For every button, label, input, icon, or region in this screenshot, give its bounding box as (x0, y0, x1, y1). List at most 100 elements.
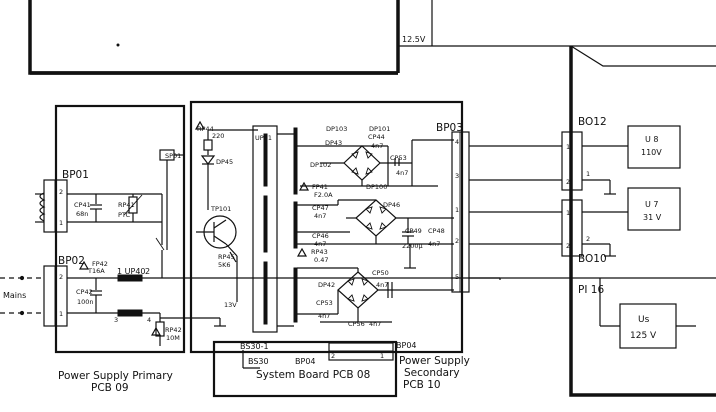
label-cp44: CP44 (368, 133, 385, 141)
transistor-tp101 (196, 215, 238, 302)
title-secondary-line2: Secondary (404, 367, 460, 379)
label-bp01: BP01 (62, 169, 89, 181)
label-cp56: CP56 (348, 320, 365, 328)
label-cp41: CP41 (74, 201, 91, 209)
pcb-primary-box (54, 104, 186, 354)
label-up40: 1 UP40 (117, 267, 146, 276)
label-cp42: CP42 (76, 288, 93, 296)
output-us-name: Us (638, 315, 650, 325)
label-dp46: DP46 (383, 201, 400, 209)
label-rp45: RP45 (218, 253, 235, 261)
label-cp53b: CP53 (316, 299, 333, 307)
label-bo10: BO10 (578, 253, 607, 265)
value-fp41: F2.0A (314, 191, 333, 199)
bridge-dp43 (297, 139, 454, 187)
pin-4: 4 (147, 316, 151, 324)
label-rp43: RP43 (311, 248, 328, 256)
pin-bp03-3: 3 (455, 172, 459, 180)
top-board-outline (28, 0, 716, 75)
transformer-up41 (252, 125, 298, 333)
pin-bo12-1: 1 (566, 143, 570, 151)
pin-bp03-4: 4 (455, 138, 459, 146)
title-primary-line1: Power Supply Primary (58, 370, 173, 382)
label-cp48: CP48 (428, 227, 445, 235)
label-bp04-top: BP04 (396, 341, 417, 350)
label-fp41: FP41 (312, 183, 328, 191)
primary-wiring (67, 149, 500, 346)
value-cp46: 4n7 (314, 240, 326, 248)
label-13v: 13V (224, 301, 237, 309)
value-cp56: 4n7 (369, 320, 381, 328)
label-cp47: CP47 (312, 204, 329, 212)
system-board-area (212, 340, 398, 398)
value-rp45: 5K6 (218, 261, 231, 269)
chassis-outline (569, 46, 716, 397)
pin-bo12-2b: 2 (566, 242, 570, 250)
title-primary-line2: PCB 09 (91, 382, 129, 394)
pin-bo12-1b: 1 (566, 209, 570, 217)
label-fp42: FP42 (92, 260, 108, 268)
pin-bp02-1: 1 (59, 310, 63, 318)
bridge-dp42 (297, 267, 454, 323)
label-bp03: BP03 (436, 122, 463, 134)
label-dp42: DP42 (318, 281, 335, 289)
bridge-dp46 (297, 199, 454, 269)
title-secondary-line3: PCB 10 (403, 379, 441, 391)
output-u8-box (627, 125, 681, 169)
label-rp44: RP44 (197, 125, 214, 133)
pin-bo12-2: 2 (566, 178, 570, 186)
output-u8-name: U 8 (645, 135, 659, 144)
label-cp46: CP46 (312, 232, 329, 240)
label-pi16: PI 16 (578, 284, 604, 296)
label-rp42: RP42 (165, 326, 182, 334)
connector-bp02 (0, 265, 68, 327)
pin-bp03-1: 1 (455, 206, 459, 214)
value-cp41: 68n (76, 210, 88, 218)
output-us-box (619, 303, 677, 349)
value-cp50: 4n7 (376, 281, 388, 289)
value-fp42: T16A (87, 267, 105, 275)
label-up41: UP41 (255, 134, 272, 142)
label-dp43: DP43 (325, 139, 342, 147)
output-us-value: 125 V (630, 331, 657, 341)
value-cp48: 4n7 (428, 240, 440, 248)
label-dp103: DP103 (326, 125, 347, 133)
pin-bp04-2: 2 (331, 352, 335, 360)
title-secondary-line1: Power Supply (399, 355, 470, 367)
pin-bo10-2: 2 (586, 235, 590, 243)
label-bp02: BP02 (58, 255, 85, 267)
label-bs30-1: BS30-1 (240, 342, 269, 351)
value-cp49: 2200µ (402, 242, 423, 250)
output-u7-value: 31 V (643, 213, 662, 222)
label-rp41: RP41 (118, 201, 135, 209)
label-bs30: BS30 (248, 357, 269, 366)
value-cp44: 4n7 (371, 142, 383, 150)
value-rp44: 220 (212, 132, 224, 140)
label-bp04-bottom: BP04 (295, 357, 316, 366)
rp44-dp45 (200, 129, 258, 210)
value-cp42: 100n (77, 298, 94, 306)
pin-3: 3 (114, 316, 118, 324)
connector-bo12 (561, 131, 628, 257)
value-rp42: 10M (166, 334, 180, 342)
label-dp101: DP101 (369, 125, 390, 133)
voltage-label-top: 12.5V (402, 35, 426, 44)
pin-bp04-1: 1 (380, 352, 384, 360)
warning-triangle-icon (78, 120, 310, 336)
label-sp01: SP01 (165, 152, 181, 160)
pin-bp03-2: 2 (455, 237, 459, 245)
label-dp100: DP100 (366, 183, 387, 191)
pin-bp01-2: 2 (59, 188, 63, 196)
value-rp43: 0.47 (314, 256, 328, 264)
label-cp50: CP50 (372, 269, 389, 277)
label-system-board: System Board PCB 08 (256, 369, 370, 381)
output-u8-value: 110V (641, 148, 662, 157)
pin-bp02-2: 2 (59, 273, 63, 281)
type-rp41: PTC (118, 211, 131, 219)
label-bo12: BO12 (578, 116, 607, 128)
pin-bp01-1: 1 (59, 219, 63, 227)
output-u7-name: U 7 (645, 200, 659, 209)
label-dp102: DP102 (310, 161, 331, 169)
value-cp53b: 4n7 (318, 312, 330, 320)
